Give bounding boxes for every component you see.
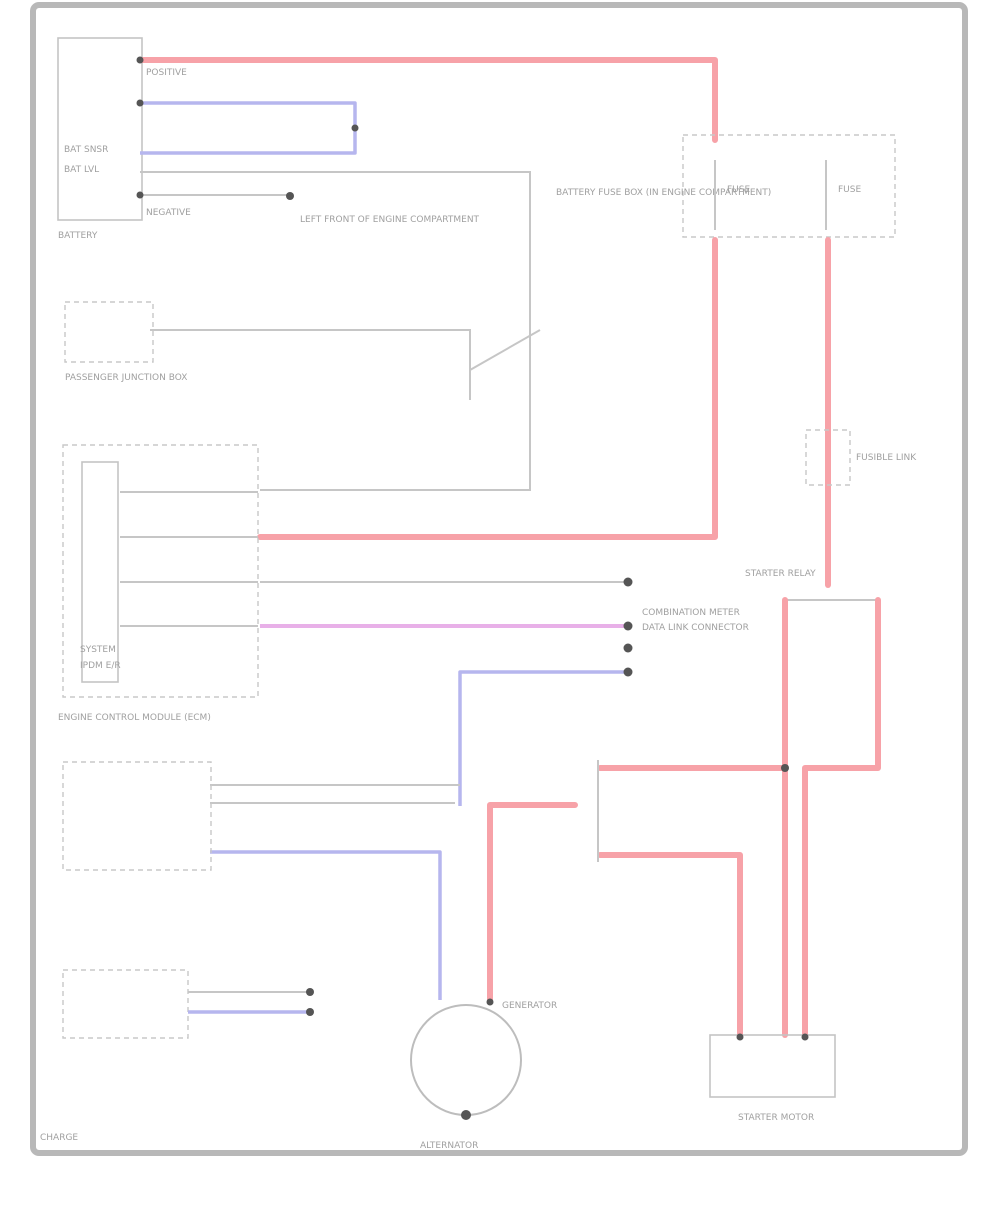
fusible-link-box <box>805 429 851 486</box>
passenger-junction-box <box>64 301 154 363</box>
alternator-output-wire <box>487 802 578 1003</box>
data-link-label: DATA LINK CONNECTOR <box>642 623 749 633</box>
battery-sensor-top-label: BAT SNSR <box>64 145 108 155</box>
system-label: SYSTEM <box>80 645 116 655</box>
starter-motor-label: STARTER MOTOR <box>738 1113 814 1123</box>
fuse-b-label: FUSE <box>838 185 861 195</box>
combination-meter-label: COMBINATION METER <box>642 608 740 618</box>
meter-pin-1 <box>623 577 633 587</box>
battery-ground-point <box>286 192 294 200</box>
battery-sensor-bottom-label: BAT LVL <box>64 165 99 175</box>
fuse-box-outline <box>682 134 896 238</box>
ecm-outline <box>62 761 212 871</box>
meter-pin-3 <box>623 643 633 653</box>
ipdm-label: IPDM E/R <box>80 661 121 671</box>
battery-label: BATTERY <box>58 231 98 241</box>
ipdm-outline <box>62 444 259 698</box>
ecm-to-meter-wire <box>458 670 628 806</box>
battery-pos-node <box>136 56 144 64</box>
fuse-box-block: BATTERY FUSE BOX (IN ENGINE COMPARTMENT)… <box>556 134 896 238</box>
meter-pin-2 <box>623 621 633 631</box>
relay-right-wire <box>802 597 881 1038</box>
fuse-box-label: BATTERY FUSE BOX (IN ENGINE COMPARTMENT) <box>556 188 771 198</box>
starter-terminal-b <box>801 1033 809 1041</box>
battery-block: BAT SNSR BAT LVL BATTERY POSITIVE NEGATI… <box>57 37 191 241</box>
starter-motor-block: STARTER MOTOR <box>709 1033 836 1123</box>
fusible-link-block: FUSIBLE LINK <box>805 429 917 486</box>
passenger-junction-label: PASSENGER JUNCTION BOX <box>65 373 187 383</box>
relay-junction <box>781 764 789 772</box>
alternator-block: GENERATOR ALTERNATOR <box>410 998 557 1151</box>
ecm-label: ENGINE CONTROL MODULE (ECM) <box>58 713 211 723</box>
battery-sensor-node-a <box>136 99 144 107</box>
ipdm-block: IPDM E/R SYSTEM <box>62 444 259 698</box>
alternator-signal-wire <box>210 850 442 1000</box>
combination-meter-connector: COMBINATION METER DATA LINK CONNECTOR <box>623 577 749 677</box>
battery-positive-label: POSITIVE <box>146 68 187 78</box>
battery-ground-label: LEFT FRONT OF ENGINE COMPARTMENT <box>300 215 480 225</box>
fusible-link-label: FUSIBLE LINK <box>856 453 917 463</box>
battery-sensor-node-b <box>351 124 359 132</box>
battery-positive-wire <box>137 57 718 143</box>
battery-neg-node <box>136 191 144 199</box>
fuse-a-label: FUSE <box>727 185 750 195</box>
battery-sensor-wire <box>140 101 357 155</box>
meter-block <box>62 969 314 1039</box>
battery-sense-wire <box>140 171 531 491</box>
starter-terminal-a <box>736 1033 744 1041</box>
starter-motor-box <box>709 1034 836 1098</box>
meter-outline <box>62 969 189 1039</box>
meter-pin-4 <box>623 667 633 677</box>
alternator-label: ALTERNATOR <box>420 1141 478 1151</box>
alternator-ground <box>461 1110 471 1120</box>
ecm-block <box>62 761 212 871</box>
alternator-terminal-label: GENERATOR <box>502 1001 557 1011</box>
fuse-to-ipdm-wire <box>257 237 718 540</box>
passenger-junction-block: PASSENGER JUNCTION BOX <box>64 301 541 400</box>
battery-box <box>57 37 143 221</box>
starter-relay-label: STARTER RELAY <box>745 569 816 579</box>
diagram-code: CHARGE <box>40 1133 78 1143</box>
meter-connector-1 <box>306 988 314 996</box>
passenger-junction-wire <box>150 329 541 372</box>
meter-connector-2 <box>306 1008 314 1016</box>
alternator-b-terminal <box>486 998 494 1006</box>
ipdm-inner <box>81 461 119 683</box>
battery-negative-label: NEGATIVE <box>146 208 191 218</box>
diagram-frame <box>30 2 968 1156</box>
alternator-circle <box>410 1004 522 1116</box>
starter-feed-wire <box>597 852 743 1038</box>
